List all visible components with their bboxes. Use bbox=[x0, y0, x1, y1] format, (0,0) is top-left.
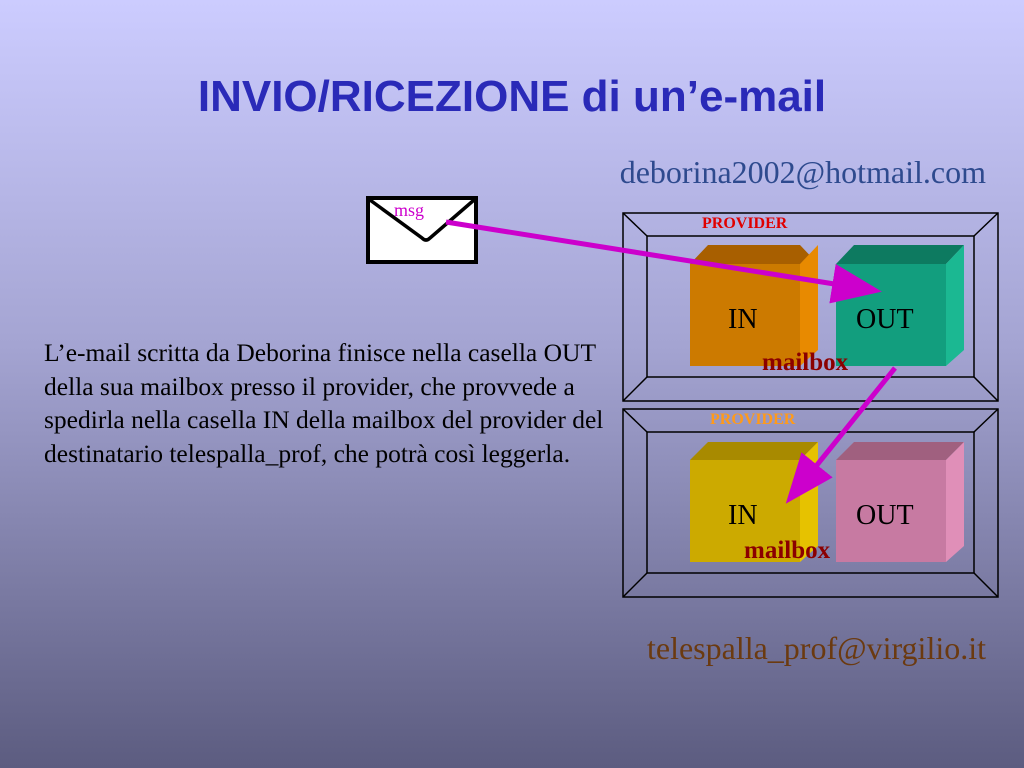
sender-out-box: OUT bbox=[836, 245, 964, 366]
sender-provider-box: PROVIDER IN OUT mailbox bbox=[622, 212, 999, 402]
in-label: IN bbox=[728, 304, 758, 335]
receiver-provider-box: PROVIDER IN OUT mailbox bbox=[622, 408, 999, 598]
envelope-label: msg bbox=[394, 200, 424, 220]
description-text: L’e-mail scritta da Deborina finisce nel… bbox=[44, 338, 604, 468]
receiver-out-box: OUT bbox=[836, 442, 964, 562]
slide-title: INVIO/RICEZIONE di un’e-mail bbox=[197, 72, 827, 121]
sender-in-box: IN bbox=[690, 245, 818, 366]
out-label: OUT bbox=[856, 304, 914, 335]
delivery-arrow bbox=[785, 366, 897, 504]
sender-email-address: deborina2002@hotmail.com bbox=[619, 154, 986, 190]
envelope-icon: msg bbox=[366, 196, 478, 264]
mailbox-label: mailbox bbox=[762, 349, 849, 376]
mailbox-label: mailbox bbox=[744, 537, 831, 564]
in-label: IN bbox=[728, 500, 758, 531]
provider-label: PROVIDER bbox=[702, 215, 788, 232]
provider-label: PROVIDER bbox=[710, 411, 796, 428]
send-arrow bbox=[445, 219, 882, 304]
out-label: OUT bbox=[856, 500, 914, 531]
receiver-email-address: telespalla_prof@virgilio.it bbox=[646, 630, 986, 666]
